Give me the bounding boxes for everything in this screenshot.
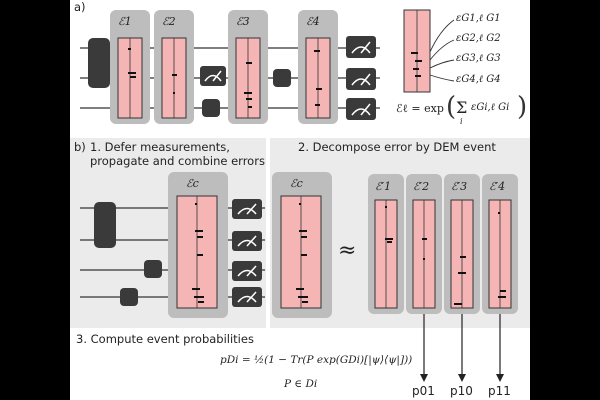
formula-open-paren: ( — [446, 92, 457, 122]
projector-condition: P ∈ Di — [284, 378, 318, 390]
generator-term-2: εG2,ℓ G2 — [456, 33, 501, 44]
event-label-3: ℰ′3 — [451, 180, 468, 193]
combined-error-block — [168, 172, 228, 318]
measurement-icon — [232, 199, 262, 219]
single-qubit-gate — [273, 69, 291, 87]
measurement-icon — [346, 36, 376, 58]
probability-p11: p11 — [488, 384, 511, 398]
two-qubit-gate — [88, 38, 110, 88]
block-label-e3: ℰ3 — [236, 15, 250, 28]
error-block-e2 — [154, 10, 194, 124]
panel-a-tag: a) — [74, 0, 86, 14]
error-block-e1 — [110, 10, 150, 124]
decomposed-block-label: ℰc — [290, 177, 303, 190]
block-label-e4: ℰ4 — [306, 15, 320, 28]
probability-formula: pDi = ½(1 − Tr(P exp(GDi)[|ψ⟩⟨ψ|])) — [220, 354, 413, 366]
event-block-4 — [482, 174, 518, 314]
figure-svg — [70, 9, 530, 382]
exp-formula-lhs: ℰℓ = exp — [396, 102, 444, 115]
single-qubit-gate — [120, 288, 138, 306]
panel-b — [70, 138, 530, 382]
block-label-e1: ℰ1 — [118, 15, 132, 28]
single-qubit-gate — [202, 99, 220, 117]
formula-sum-body: εGi,ℓ Gi — [471, 102, 510, 113]
event-label-1: ℰ′1 — [375, 180, 392, 193]
event-label-4: ℰ′4 — [489, 180, 506, 193]
generator-term-4: εG4,ℓ G4 — [456, 74, 501, 85]
probability-p01: p01 — [412, 384, 435, 398]
error-block-e3 — [228, 10, 268, 124]
event-label-2: ℰ′2 — [413, 180, 430, 193]
measurement-icon — [232, 287, 262, 307]
event-block-3 — [444, 174, 480, 314]
formula-close-paren: ) — [517, 92, 528, 122]
generator-matrix — [403, 9, 455, 93]
measurement-icon — [346, 98, 376, 120]
single-qubit-gate — [144, 260, 162, 278]
block-label-e2: ℰ2 — [162, 15, 176, 28]
measurement-icon — [232, 261, 262, 281]
measurement-icon — [232, 231, 262, 251]
approx-symbol: ≈ — [338, 238, 357, 263]
formula-sum: Σ — [456, 98, 468, 117]
panel-a — [80, 9, 455, 124]
step3-label: 3. Compute event probabilities — [76, 332, 254, 346]
two-qubit-gate — [94, 202, 116, 248]
measurement-icon — [200, 66, 226, 86]
decomposed-error-block — [272, 172, 332, 318]
error-block-e4 — [298, 10, 338, 124]
combined-block-label: ℰc — [186, 177, 199, 190]
step2-label: 2. Decompose error by DEM event — [298, 140, 496, 154]
probability-arrows — [420, 314, 504, 382]
measurement-icon — [346, 68, 376, 90]
step1-label: 1. Defer measurements, propagate and com… — [90, 140, 265, 168]
panel-b-tag: b) — [74, 140, 86, 154]
event-block-2 — [406, 174, 442, 314]
generator-term-1: εG1,ℓ G1 — [456, 13, 501, 24]
figure-canvas: a) ℰ1 ℰ2 ℰ3 ℰ4 εG1,ℓ G1 εG2,ℓ G2 εG3,ℓ G… — [70, 0, 530, 400]
probability-p10: p10 — [450, 384, 473, 398]
event-block-1 — [368, 174, 404, 314]
generator-term-3: εG3,ℓ G3 — [456, 53, 501, 64]
formula-sum-index: i — [460, 117, 463, 126]
